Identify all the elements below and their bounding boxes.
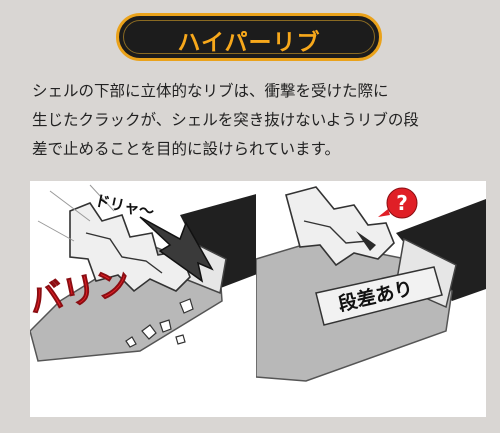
question-bubble-tail	[378, 209, 390, 217]
illustration-shell-crack-impact: ドリャ〜 バリン	[30, 181, 260, 417]
shell-crack-fragment	[69, 202, 191, 293]
page-title: ハイパーリブ	[177, 30, 321, 56]
debris-piece	[141, 324, 157, 340]
title-banner: ハイパーリブ	[116, 13, 382, 61]
crack-line	[303, 220, 369, 244]
impact-illustration: ドリャ〜 バリン	[30, 184, 260, 362]
impact-arrow	[139, 216, 214, 283]
debris-piece	[179, 298, 194, 314]
shell-dark-part	[396, 199, 486, 301]
debris-piece	[175, 334, 186, 345]
question-mark: ?	[396, 191, 408, 215]
description-line-3: 差で止めることを目的に設けられています。	[32, 140, 340, 158]
motion-lines	[37, 184, 115, 242]
shell-dark-part	[180, 193, 260, 289]
title-banner-inner-border	[123, 20, 375, 54]
stopped-illustration: 段差あり ?	[256, 186, 486, 382]
debris-piece	[159, 319, 172, 333]
description: シェルの下部に立体的なリブは、衝撃を受けた際に 生じたクラックが、シェルを突き抜…	[32, 77, 482, 164]
debris-piece	[125, 336, 137, 348]
illustration-shell-crack-stopped: 段差あり ?	[256, 181, 486, 417]
description-line-2: 生じたクラックが、シェルを突き抜けないようリブの段	[32, 111, 419, 129]
crack-line	[85, 232, 163, 274]
sfx-doryaa: ドリャ〜	[93, 191, 155, 221]
question-bubble	[386, 187, 418, 219]
description-line-1: シェルの下部に立体的なリブは、衝撃を受けた際に	[32, 82, 389, 100]
crack-shadow	[356, 231, 376, 251]
step-label-band	[315, 266, 443, 326]
